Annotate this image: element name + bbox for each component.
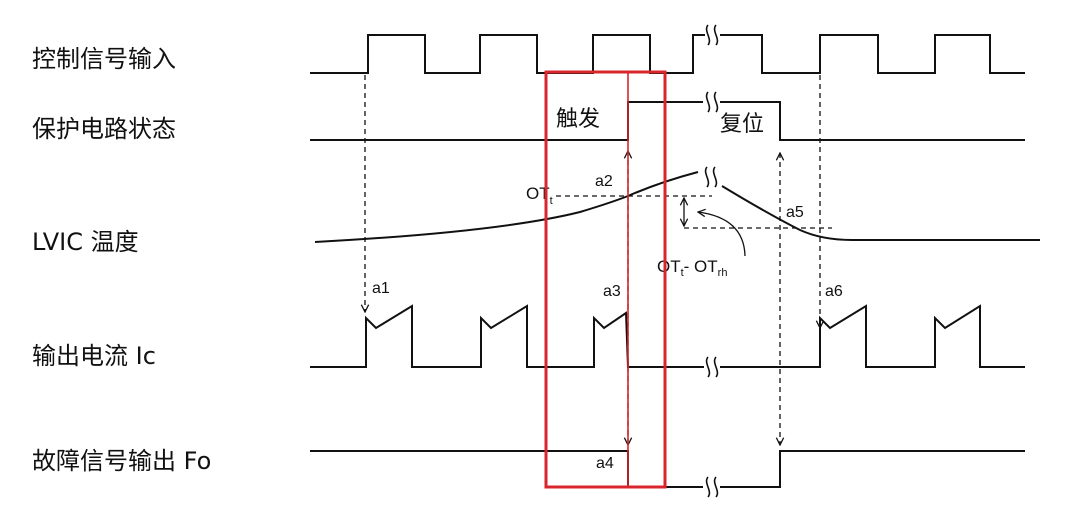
marker-a3: a3 (603, 283, 621, 300)
label-control-input: 控制信号输入 (32, 45, 176, 73)
lvic-temperature-break-mark (704, 166, 718, 188)
ot-trip-label-main: OT (526, 184, 550, 203)
highlight-box (544, 70, 667, 489)
output-current-waveform-continued (720, 304, 1025, 368)
protection-state-waveform (310, 101, 703, 141)
label-fault-output: 故障信号输出 Fo (32, 447, 211, 475)
fault-output-waveform (310, 450, 703, 488)
hysteresis-label: OTt- OTrh (657, 257, 727, 279)
label-output-current: 输出电流 Ic (32, 342, 156, 370)
protection-state-waveform-continued (720, 101, 1025, 141)
hysteresis-label-p2: - OT (684, 257, 718, 276)
label-lvic-temperature: LVIC 温度 (32, 228, 139, 256)
fault-output-break-mark (705, 476, 719, 498)
ot-trip-label-sub: t (550, 195, 553, 207)
marker-a1: a1 (372, 280, 390, 297)
state-trigger-label: 触发 (556, 107, 600, 132)
marker-a5: a5 (786, 204, 804, 221)
protection-state-break-mark (705, 91, 719, 113)
marker-a4: a4 (596, 455, 614, 472)
label-protection-state: 保护电路状态 (32, 115, 176, 143)
hysteresis-label-s2: rh (718, 267, 728, 279)
output-current-break-mark (705, 356, 719, 378)
state-reset-label: 复位 (720, 112, 764, 137)
control-signal-waveform-continued (720, 34, 1025, 74)
ot-trip-label: OTt (526, 184, 553, 207)
hysteresis-label-p1: OT (657, 257, 681, 276)
hysteresis-pointer-arrow (698, 212, 746, 257)
marker-a6: a6 (825, 283, 843, 300)
control-signal-break-mark (705, 24, 719, 46)
lvic-temperature-curve-rising (314, 171, 699, 243)
hysteresis-label-s1: t (681, 267, 684, 279)
control-signal-waveform (310, 34, 705, 74)
marker-a2: a2 (595, 173, 613, 190)
output-current-waveform (310, 304, 704, 368)
lvic-temperature-curve-falling (721, 185, 1040, 241)
fault-output-waveform-continued (720, 450, 1025, 488)
